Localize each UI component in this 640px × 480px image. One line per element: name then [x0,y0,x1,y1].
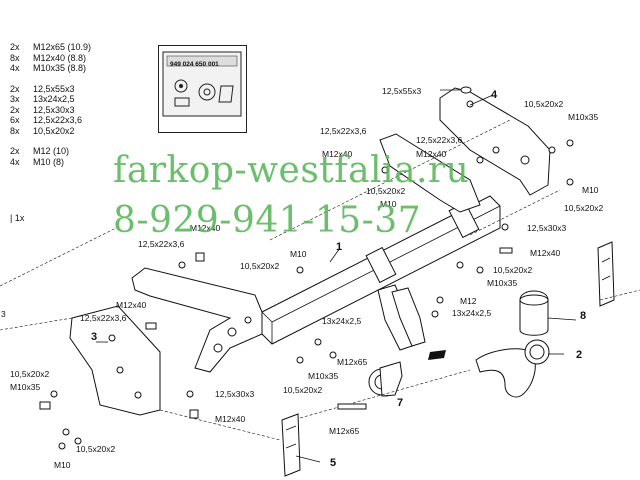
callout-washer-10-5x20x2-c: 10,5x20x2 [283,385,322,395]
callout-bolt-m12x40-a: M12x40 [322,149,353,159]
parts-list-row: 3x 13x24x2,5 [10,94,91,105]
fasteners [39,86,574,450]
assembly-guide-lines [0,119,640,441]
crossbar-part-1 [261,195,501,345]
part-number-3: 3 [91,331,97,343]
parts-list-spacer [10,74,91,84]
qty [10,136,33,146]
qty [10,74,33,84]
vertical-plate-part-5 [281,413,301,477]
center-mount-plates [377,284,426,351]
document-icon [162,51,242,117]
part-number-2: 2 [576,349,582,361]
document-number: 949 024 650 001 [170,61,219,68]
callout-washer-10-5x20x2-tr: 10,5x20x2 [524,99,563,109]
qty: 2x [10,42,20,52]
parts-list-row: 4x M10 (8) [10,157,91,168]
callout-washer-13x24x2-5-c: 13x24x2,5 [322,316,361,326]
callout-bolt-m12x40-r: M12x40 [530,248,561,258]
callout-nut-m10-tr: M10 [582,185,599,195]
spec: 13x24x2,5 [33,94,75,104]
spec: M12 (10) [33,146,70,156]
spec: 10,5x20x2 [33,125,75,136]
spec: 12,5x22x3,6 [33,115,83,125]
callout-washer-10-5x20x2-bl: 10,5x20x2 [76,444,115,454]
watermark-phone: 8-929-941-15-37 [113,200,422,241]
callout-nut-m10-a: M10 [380,199,397,209]
callout-nut-m10-bl: M10 [54,460,71,470]
far-right-plate [597,241,615,307]
callout-washer-10-5x20x2-tr2: 10,5x20x2 [564,203,603,213]
left-side-bracket [131,267,263,373]
parts-list-row: 2x 12,5x55x3 [10,84,91,95]
callout-bolt-m10x35-r: M10x35 [487,278,518,288]
callout-washer-12-5x22x3-6-b: 12,5x22x3,6 [416,135,463,145]
tow-ball-part-2 [475,339,550,398]
callout-washer-12-5x22x3-6-ll: 12,5x22x3,6 [80,313,127,323]
qty: 8x [10,125,20,136]
parts-list-row: 8x 10,5x20x2 [10,126,91,137]
spec: 12,5x55x3 [33,83,75,94]
parts-list-row: 6x 12,5x22x3,6 [10,115,91,126]
part-number-5: 5 [330,457,336,469]
qty: 4x [10,63,20,73]
watermark-site: farkop-westfalia.ru [113,150,470,191]
callout-washer-10-5x20x2-l: 10,5x20x2 [10,369,49,379]
parts-list-row: 2x 12,5x30x3 [10,105,91,116]
callout-washer-10-5x20x2-a: 10,5x20x2 [366,186,405,196]
callout-washer-12-5x55x3: 12,5x55x3 [382,86,421,96]
leader-lines [96,89,577,463]
callout-washer-12-5x30x3-r: 12,5x30x3 [527,223,566,233]
part-number-1: 1 [336,241,342,253]
part-number-7: 7 [397,397,403,409]
parts-list-spacer [10,136,91,146]
kit-note: | 1x [10,213,25,223]
left-plate-part-3 [69,305,161,416]
kit-note-qty: 1x [14,213,25,223]
callout-nut-m10-mid: M10 [290,249,307,259]
qty: 2x [10,146,20,156]
qty: 4x [10,156,20,167]
callout-bolt-m12x65-c: M12x65 [337,357,368,367]
right-side-bracket-part-4 [379,87,551,213]
callout-bolt-m10x35-c: M10x35 [308,371,339,381]
callout-bolt-m10x35-tr: M10x35 [568,112,599,122]
callout-washer-13x24x2-5-r: 13x24x2,5 [452,308,491,318]
callout-washer-12-5x30x3-c: 12,5x30x3 [215,389,254,399]
socket-bracket-part-7 [368,361,403,397]
callout-edge-3: 3 [1,309,6,319]
callout-bolt-m10x35-l: M10x35 [10,382,41,392]
callout-washer-12-5x22x3-6-a: 12,5x22x3,6 [320,126,367,136]
callout-bolt-m12x65-b: M12x65 [329,426,360,436]
parts-list-row: 4x M10x35 (8.8) [10,63,91,74]
part-number-4: 4 [491,89,498,101]
spec: M12x65 (10.9) [33,42,92,52]
parts-list-row: 2x M12 (10) [10,146,91,157]
qty: 6x [10,115,20,125]
callout-bolt-m12x40-c: M12x40 [215,414,246,424]
parts-list-row: 2x M12x65 (10.9) [10,42,91,53]
qty: 2x [10,83,20,94]
qty: 3x [10,94,20,104]
callout-bolt-m12x40-b: M12x40 [416,149,447,159]
callout-washer-10-5x20x2-r2: 10,5x20x2 [493,265,532,275]
qty: 8x [10,52,20,63]
spec: M10 (8) [33,156,65,167]
parts-list-row: 8x M12x40 (8.8) [10,53,91,64]
callout-bolt-m12x40-top: M12x40 [190,223,221,233]
ball-cap-part-8 [519,290,549,336]
parts-list: 2x M12x65 (10.9) 8x M12x40 (8.8) 4x M10x35 … [10,42,91,167]
spec: 12,5x30x3 [33,104,75,115]
callout-nut-m12-r: M12 [460,296,477,306]
instruction-document-box [158,45,247,133]
qty: 2x [10,104,20,115]
callout-washer-10-5x20x2-mid: 10,5x20x2 [240,261,279,271]
part-number-8: 8 [580,310,586,322]
spec: M12x40 (8.8) [33,52,87,63]
callout-washer-12-5x22x3-6-l: 12,5x22x3,6 [138,239,185,249]
callout-bolt-m12x40-l: M12x40 [116,300,147,310]
spec: M10x35 (8.8) [33,63,87,73]
